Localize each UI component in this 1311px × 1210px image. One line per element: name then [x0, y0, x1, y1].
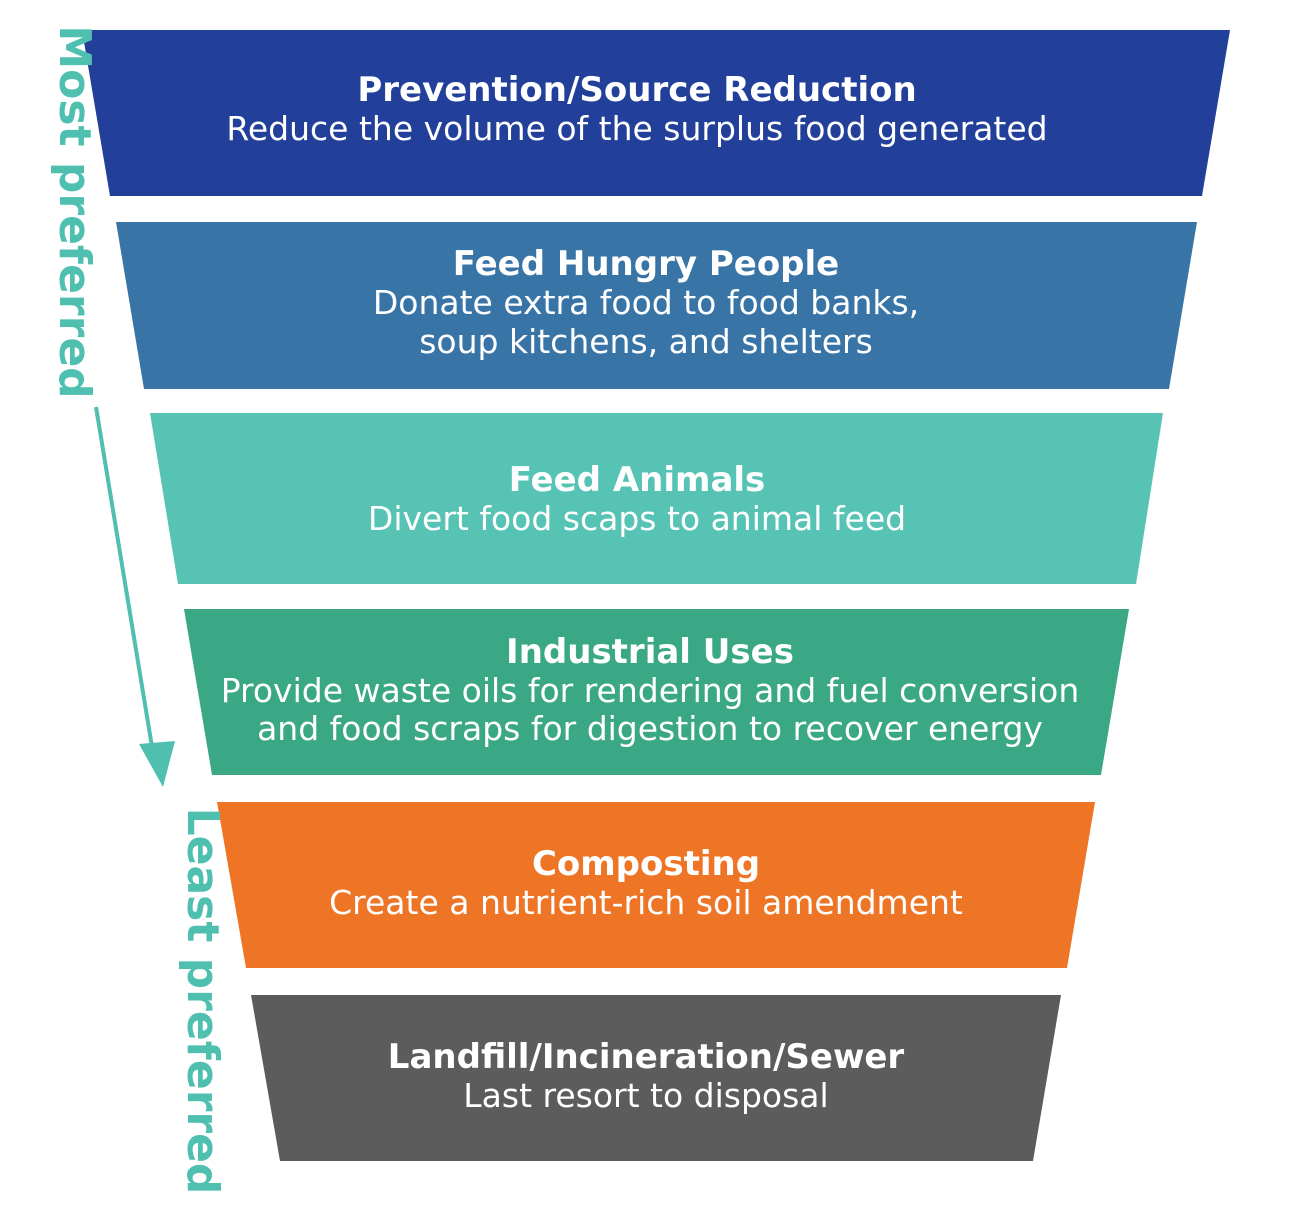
- tier-6-band: [251, 995, 1061, 1161]
- tier-4-description-line-1: Provide waste oils for rendering and fue…: [221, 671, 1080, 710]
- preference-arrow-head: [139, 741, 175, 787]
- tier-2-description-line-1: Donate extra food to food banks,: [373, 283, 919, 322]
- tier-6-title: Landfill/Incineration/Sewer: [388, 1037, 905, 1077]
- tier-composting: Composting Create a nutrient-rich soil a…: [217, 802, 1095, 968]
- tier-1-description-line-1: Reduce the volume of the surplus food ge…: [226, 109, 1047, 148]
- tier-4-title: Industrial Uses: [506, 632, 794, 672]
- tier-2-title: Feed Hungry People: [453, 244, 840, 284]
- tier-prevention-source-reduction: Prevention/Source Reduction Reduce the v…: [82, 30, 1230, 196]
- tier-feed-animals: Feed Animals Divert food scaps to animal…: [150, 413, 1163, 584]
- preference-arrow-shaft: [94, 406, 157, 766]
- tier-1-title: Prevention/Source Reduction: [357, 70, 916, 110]
- most-preferred-label: Most preferred: [49, 25, 100, 398]
- tier-6-description-line-1: Last resort to disposal: [463, 1076, 828, 1115]
- tier-2-description-line-2: soup kitchens, and shelters: [419, 322, 873, 361]
- tier-3-title: Feed Animals: [509, 460, 766, 500]
- tier-5-description-line-1: Create a nutrient-rich soil amendment: [329, 883, 963, 922]
- tier-landfill-incineration-sewer: Landfill/Incineration/Sewer Last resort …: [251, 995, 1061, 1161]
- tier-4-band: [184, 609, 1129, 775]
- tier-5-title: Composting: [532, 844, 760, 884]
- tier-5-band: [217, 802, 1095, 968]
- tier-1-band: [82, 30, 1230, 196]
- tier-3-description-line-1: Divert food scaps to animal feed: [368, 499, 906, 538]
- tier-industrial-uses: Industrial Uses Provide waste oils for r…: [184, 609, 1129, 775]
- least-preferred-label: Least preferred: [177, 808, 228, 1195]
- tier-2-band: [116, 222, 1197, 389]
- tier-feed-hungry-people: Feed Hungry People Donate extra food to …: [116, 222, 1197, 389]
- tier-4-description-line-2: and food scraps for digestion to recover…: [257, 709, 1043, 748]
- preference-arrow: [94, 406, 175, 787]
- tier-3-band: [150, 413, 1163, 584]
